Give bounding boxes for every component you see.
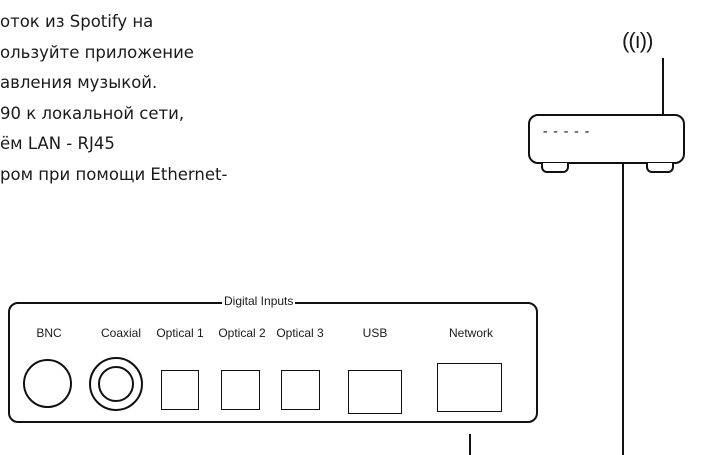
router-foot-right [646,163,674,173]
wifi-signal-icon: ((ı)) [622,28,653,53]
instructions-text: оток из Spotify на ользуйте приложение а… [0,0,300,191]
port-label-optical-3: Optical 3 [276,326,324,340]
instruction-line-4: 90 к локальной сети, [0,103,185,123]
port-label-bnc: BNC [36,326,62,340]
instruction-line-2: ользуйте приложение [0,42,194,62]
coaxial-port[interactable] [89,357,143,411]
instruction-line-5: ём LAN - RJ45 [0,134,115,154]
panel-title: Digital Inputs [222,293,296,309]
network-port[interactable] [437,363,502,412]
port-label-optical-1: Optical 1 [156,326,204,340]
port-label-network: Network [448,326,494,340]
port-label-usb: USB [362,326,388,340]
usb-port[interactable] [348,370,402,414]
bnc-port[interactable] [23,359,72,408]
optical-2-port[interactable] [221,370,260,410]
optical-3-port[interactable] [281,370,320,410]
ethernet-cable-device [469,434,471,455]
router-body [528,114,685,164]
ethernet-cable-router [622,164,624,455]
router-foot-left [541,163,569,173]
router-led-indicators: ----- [541,124,594,140]
instruction-line-3: авления музыкой. [0,73,158,93]
optical-1-port[interactable] [161,370,199,410]
port-label-coaxial: Coaxial [100,326,142,340]
instruction-line-6: ром при помощи Ethernet- [0,164,228,184]
port-label-optical-2: Optical 2 [218,326,266,340]
coaxial-port-center [98,366,134,402]
instruction-line-1: оток из Spotify на [0,12,154,31]
router-antenna [662,58,664,115]
